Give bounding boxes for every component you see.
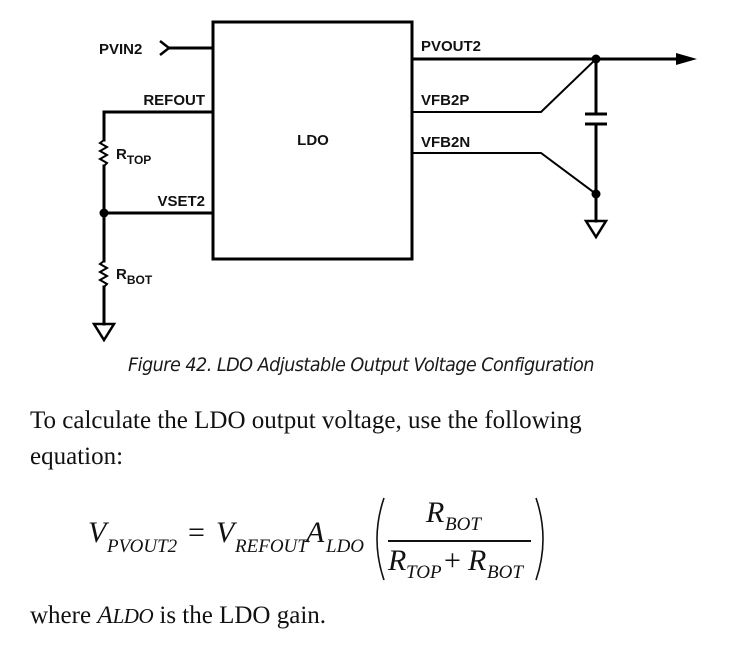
- gain-def-symbol: A: [97, 602, 113, 629]
- rbot-label-sub: BOT: [127, 273, 153, 287]
- ldo-block: [211, 20, 414, 261]
- figure-caption: Figure 42. LDO Adjustable Output Voltage…: [128, 354, 594, 376]
- rtop-label: RTOP: [116, 146, 151, 167]
- eq-num-r: R: [426, 496, 445, 529]
- vset-label: VSET2: [157, 193, 205, 210]
- eq-lhs-sub: PVOUT2: [107, 536, 178, 557]
- rtop-label-main: R: [116, 146, 127, 163]
- eq-den-sub2: BOT: [487, 562, 523, 583]
- pvout-label: PVOUT2: [421, 38, 481, 55]
- eq-den-r2: R: [468, 544, 487, 577]
- vfbn-wire: [412, 152, 598, 196]
- intro-paragraph-line2: equation:: [30, 443, 124, 470]
- output-arrow-icon: [676, 53, 697, 65]
- rtop-label-sub: TOP: [127, 153, 151, 167]
- gain-def-suffix: is the LDO gain.: [153, 602, 327, 629]
- vfbn-label: VFB2N: [421, 134, 470, 151]
- eq-plus: +: [444, 544, 461, 577]
- junction-dot-pvout: [591, 54, 601, 64]
- rtop-resistor-icon: [97, 139, 110, 167]
- rbot-resistor-icon: [97, 260, 110, 288]
- eq-gain-a: A: [306, 516, 325, 549]
- eq-equals: =: [188, 516, 205, 549]
- ground-right-icon: [583, 219, 609, 240]
- eq-vref-v: V: [216, 516, 235, 549]
- gain-definition-paragraph: where ALDO is the LDO gain.: [30, 598, 326, 634]
- ldo-schematic: PVIN2 REFOUT VSET2 LDO PVOUT2 VFB2P VFB2…: [91, 20, 697, 343]
- refout-wire: [102, 110, 215, 142]
- gain-def-symbol-sub: LDO: [112, 604, 154, 628]
- eq-right-paren: [535, 497, 544, 581]
- pvin-label: PVIN2: [99, 41, 142, 58]
- rbot-label-main: R: [116, 266, 127, 283]
- pvin-input-arrow-icon: [159, 40, 172, 56]
- ldo-label: LDO: [297, 132, 329, 149]
- eq-lhs-v: V: [88, 516, 107, 549]
- eq-vref-sub: REFOUT: [235, 536, 308, 557]
- refout-label: REFOUT: [143, 92, 205, 109]
- ground-left-icon: [91, 322, 117, 343]
- eq-num-sub: BOT: [445, 514, 481, 535]
- junction-dot-vset: [99, 208, 109, 218]
- rbot-label: RBOT: [116, 266, 153, 287]
- eq-den-sub1: TOP: [406, 562, 442, 583]
- eq-left-paren: [376, 497, 385, 581]
- junction-dot-vfbn: [591, 189, 601, 199]
- vfbp-label: VFB2P: [421, 92, 469, 109]
- eq-fraction-bar: [388, 540, 531, 542]
- eq-den-r1: R: [388, 544, 407, 577]
- eq-gain-sub: LDO: [326, 536, 365, 557]
- intro-paragraph-line1: To calculate the LDO output voltage, use…: [30, 407, 582, 434]
- gain-def-prefix: where: [30, 602, 98, 629]
- vfbp-wire: [412, 57, 598, 113]
